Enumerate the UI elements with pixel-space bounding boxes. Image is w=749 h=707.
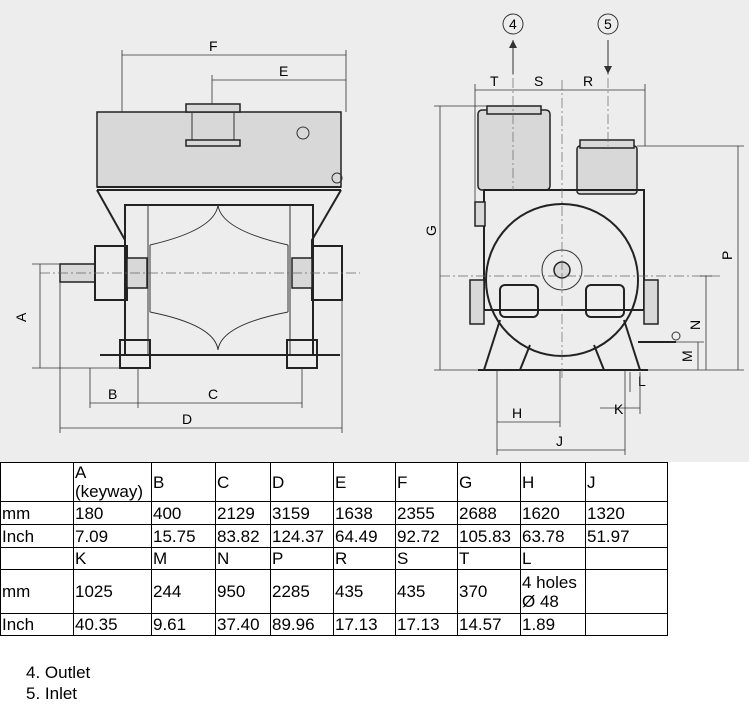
table-cell: R <box>333 547 396 570</box>
table-cell: C <box>215 462 271 502</box>
table-cell: 435 <box>333 569 396 614</box>
table-cell: N <box>215 547 271 570</box>
technical-drawing: F E A B C D <box>0 0 749 462</box>
table-cell: 64.49 <box>333 524 396 548</box>
table-cell: Inch <box>0 524 74 548</box>
dim-label-M: M <box>679 350 695 362</box>
table-cell: S <box>395 547 458 570</box>
table-cell: B <box>151 462 216 502</box>
table-cell: 14.57 <box>457 613 521 636</box>
table-cell: 950 <box>215 569 271 614</box>
dim-label-T: T <box>490 73 499 89</box>
table-cell: 15.75 <box>151 524 216 548</box>
dim-label-R: R <box>583 73 593 89</box>
table-cell: 51.97 <box>585 524 668 548</box>
dim-label-N: N <box>687 320 703 330</box>
table-cell: mm <box>0 501 74 525</box>
table-cell <box>585 613 668 636</box>
dim-label-H: H <box>512 405 522 421</box>
table-cell: 2688 <box>457 501 521 525</box>
table-cell: Inch <box>0 613 74 636</box>
table-cell: 435 <box>395 569 458 614</box>
table-cell: E <box>333 462 396 502</box>
table-cell: 17.13 <box>395 613 458 636</box>
table-cell <box>0 462 74 502</box>
dim-label-L: L <box>638 373 646 389</box>
table-cell: 180 <box>73 501 152 525</box>
dim-label-K: K <box>614 401 624 417</box>
table-cell: J <box>585 462 668 502</box>
table-cell <box>0 547 74 570</box>
table-cell: 1620 <box>520 501 586 525</box>
table-cell: 244 <box>151 569 216 614</box>
table-cell: 1320 <box>585 501 668 525</box>
dim-label-J: J <box>556 433 563 449</box>
table-cell: L <box>520 547 586 570</box>
table-cell: 2355 <box>395 501 458 525</box>
table-cell: P <box>270 547 334 570</box>
dim-label-D: D <box>182 411 192 427</box>
table-cell: 4 holes Ø 48 <box>520 569 586 614</box>
table-cell: D <box>270 462 334 502</box>
table-cell: H <box>520 462 586 502</box>
table-cell: A (keyway) <box>73 462 152 502</box>
table-cell: 83.82 <box>215 524 271 548</box>
table-cell: 92.72 <box>395 524 458 548</box>
table-cell: 400 <box>151 501 216 525</box>
dim-label-G: G <box>423 225 439 236</box>
note-inlet: 5. Inlet <box>26 684 78 703</box>
table-cell: 40.35 <box>73 613 152 636</box>
table-cell: 2285 <box>270 569 334 614</box>
end-view: 4 5 T S R G P N M L <box>423 13 744 455</box>
table-cell <box>585 547 668 570</box>
dim-label-S: S <box>534 73 543 89</box>
table-cell: 7.09 <box>73 524 152 548</box>
dim-label-B: B <box>108 386 117 402</box>
outlet-marker: 4 <box>509 16 517 32</box>
table-cell: 1025 <box>73 569 152 614</box>
table-cell: T <box>457 547 521 570</box>
dim-label-E: E <box>279 63 288 79</box>
dim-label-A: A <box>13 312 29 322</box>
note-outlet: 4. Outlet <box>26 663 91 682</box>
side-view: F E A B C D <box>13 38 360 433</box>
table-cell: K <box>73 547 152 570</box>
table-cell: 370 <box>457 569 521 614</box>
table-cell: 37.40 <box>215 613 271 636</box>
table-cell: M <box>151 547 216 570</box>
dim-label-F: F <box>209 38 218 54</box>
table-cell: 2129 <box>215 501 271 525</box>
dim-label-C: C <box>208 386 218 402</box>
table-cell: 63.78 <box>520 524 586 548</box>
table-cell: 9.61 <box>151 613 216 636</box>
table-cell: 89.96 <box>270 613 334 636</box>
table-cell: 105.83 <box>457 524 521 548</box>
table-cell <box>585 569 668 614</box>
table-cell: 1.89 <box>520 613 586 636</box>
table-cell: 1638 <box>333 501 396 525</box>
dim-label-P: P <box>719 251 735 260</box>
notes: 4. Outlet 5. Inlet <box>26 662 90 704</box>
separator-tank <box>96 111 342 188</box>
table-cell: mm <box>0 569 74 614</box>
table-cell: F <box>395 462 458 502</box>
table-cell: 124.37 <box>270 524 334 548</box>
table-cell: 17.13 <box>333 613 396 636</box>
table-cell: 3159 <box>270 501 334 525</box>
table-cell: G <box>457 462 521 502</box>
inlet-marker: 5 <box>604 16 612 32</box>
